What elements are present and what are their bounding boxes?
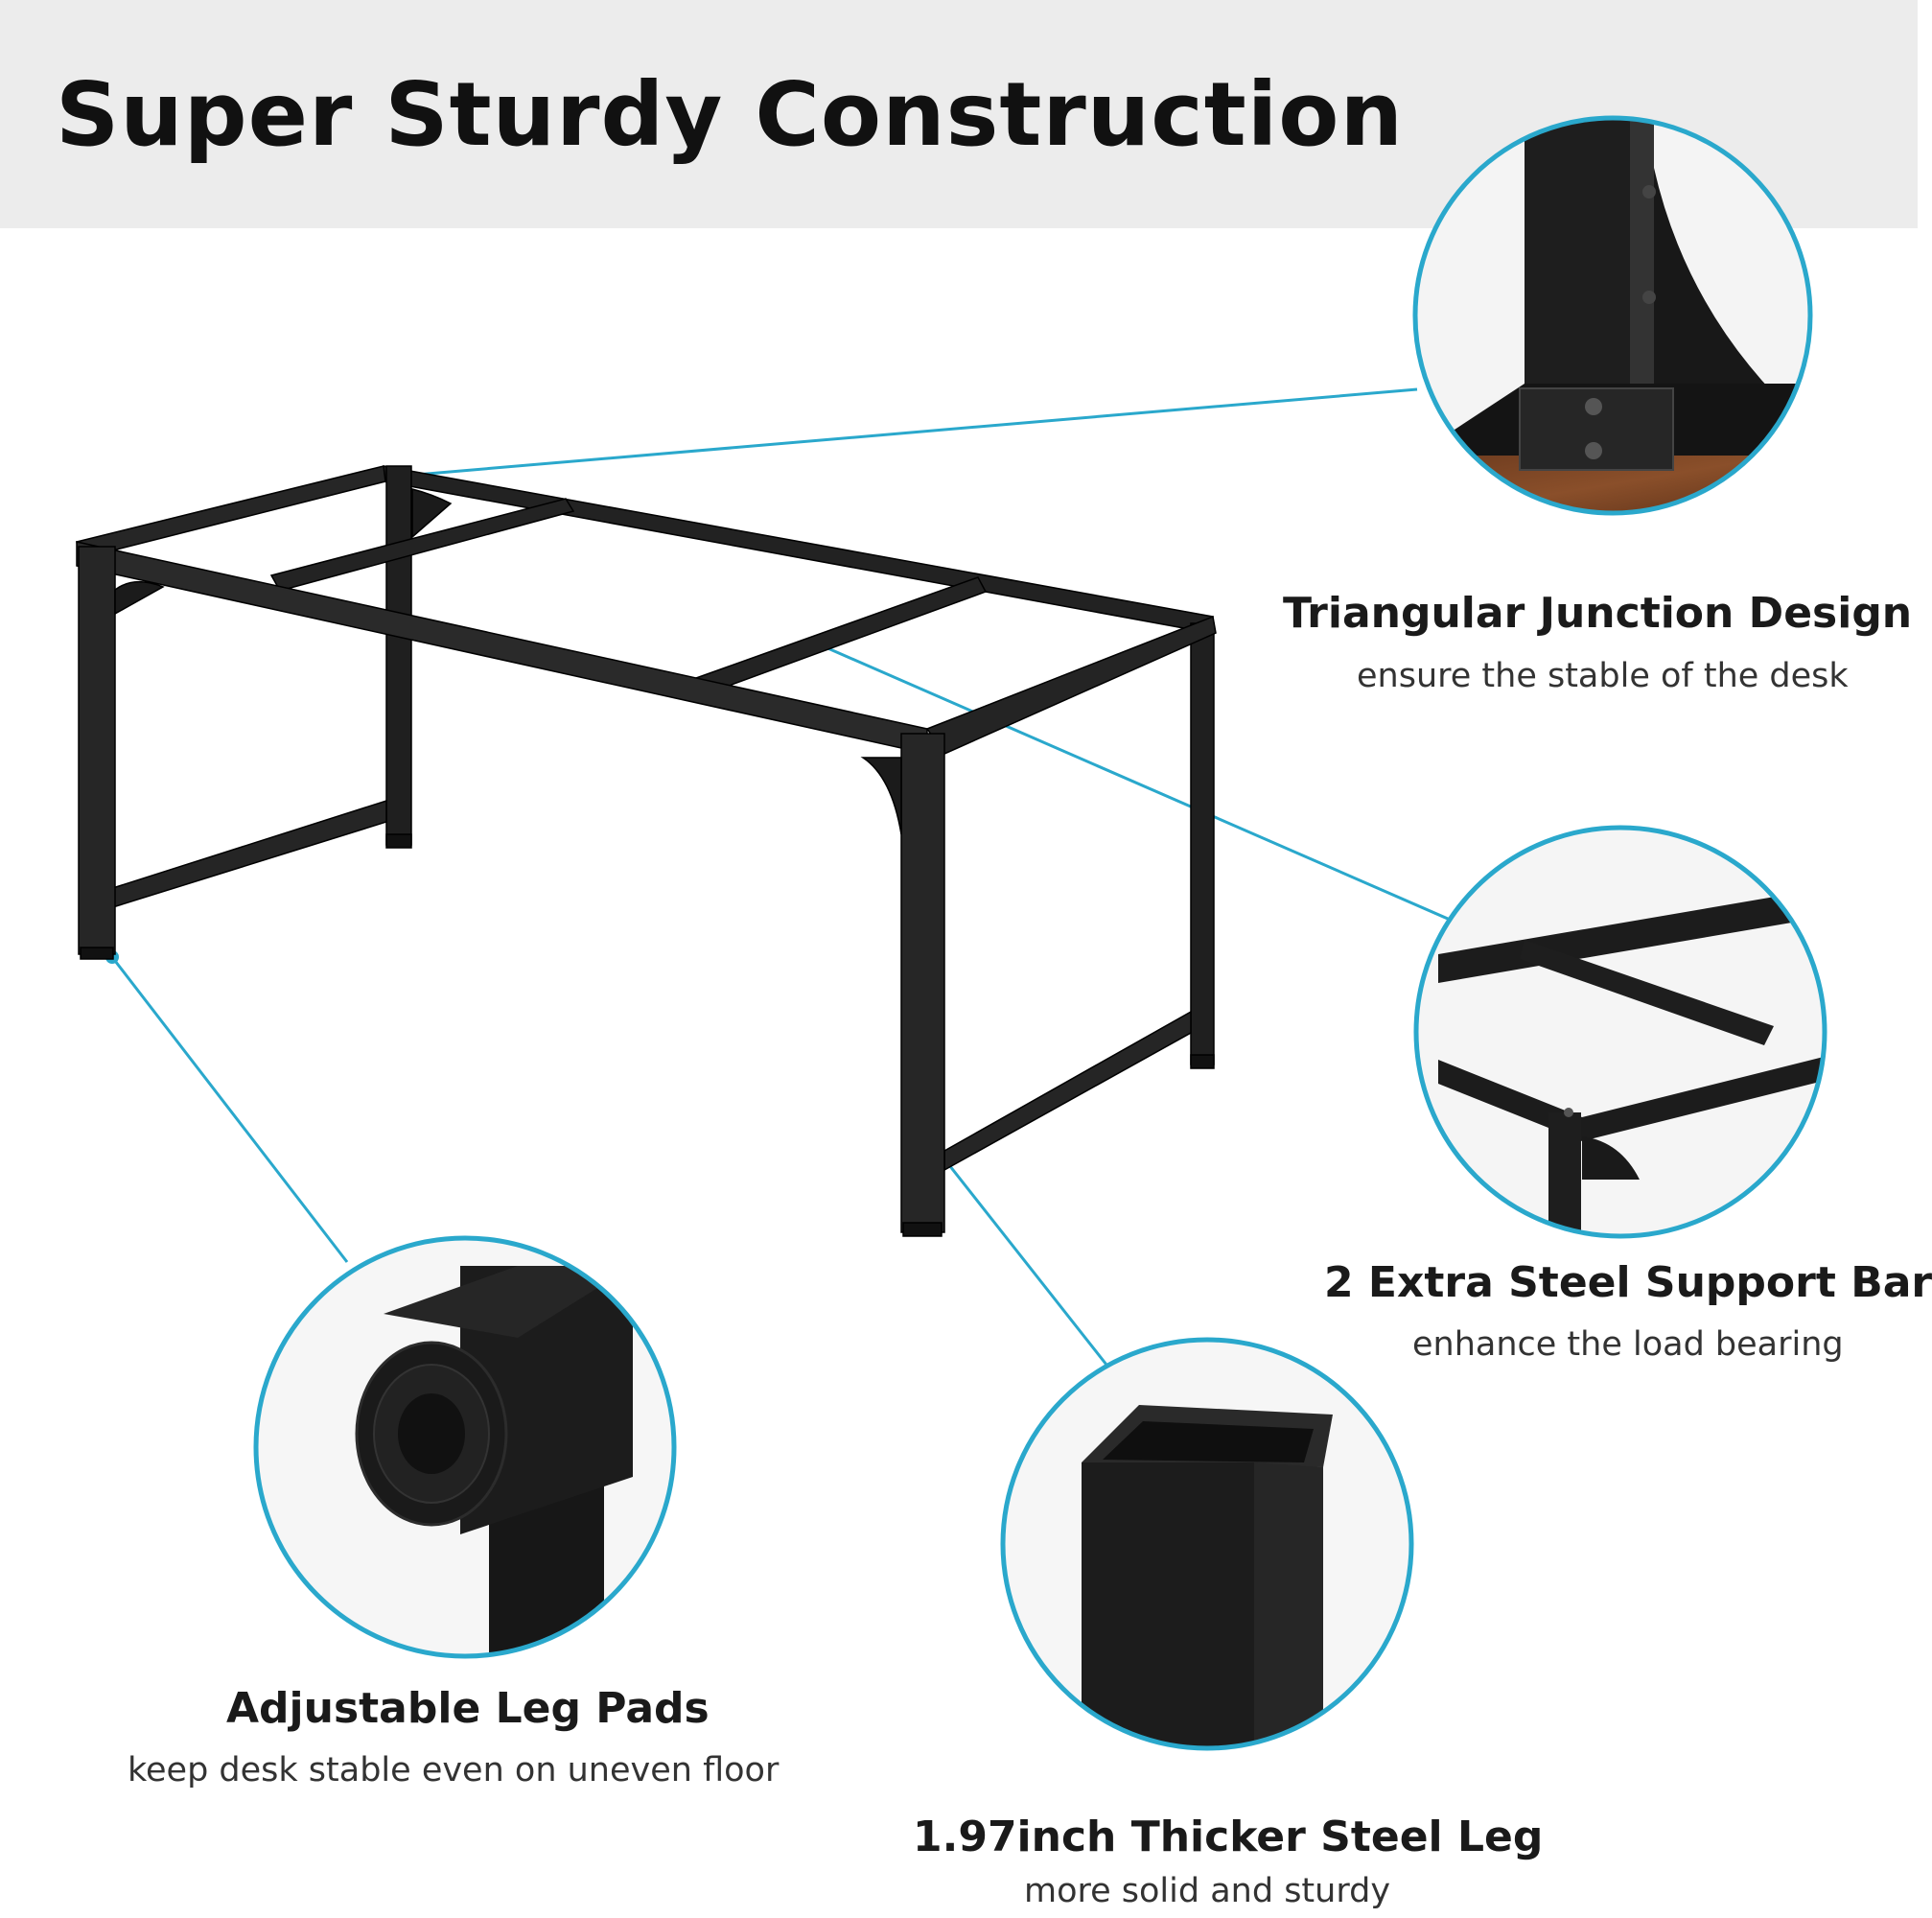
steel-leg-callout-circle xyxy=(1000,1337,1414,1751)
callout-lines xyxy=(110,387,1464,1379)
steel-leg-title: 1.97inch Thicker Steel Leg xyxy=(913,1813,1544,1861)
steel-leg-closeup xyxy=(1003,1340,1411,1748)
support-bar-callout-circle xyxy=(1413,825,1827,1239)
leg-pad-closeup xyxy=(256,1238,674,1656)
desk-frame xyxy=(76,465,1217,1237)
callout-line-junction xyxy=(404,387,1418,478)
junction-subtitle: ensure the stable of the desk xyxy=(1357,657,1849,695)
steel-leg-subtitle: more solid and sturdy xyxy=(1024,1872,1391,1910)
leg-pads-callout-circle xyxy=(253,1235,677,1659)
support-bar-subtitle: enhance the load bearing xyxy=(1412,1325,1844,1364)
page-title: Super Sturdy Construction xyxy=(56,63,1404,166)
callout-line-leg-pads xyxy=(110,956,349,1263)
callout-line-support-bar xyxy=(816,642,1464,927)
support-bar-closeup xyxy=(1416,828,1825,1236)
leg-pads-title: Adjustable Leg Pads xyxy=(226,1684,710,1733)
junction-callout-circle xyxy=(1412,115,1813,516)
header-banner: Super Sturdy Construction xyxy=(0,0,1918,228)
junction-title: Triangular Junction Design xyxy=(1283,589,1913,638)
leg-pads-subtitle: keep desk stable even on uneven floor xyxy=(128,1751,780,1789)
support-bar-title: 2 Extra Steel Support Bar xyxy=(1324,1258,1932,1307)
